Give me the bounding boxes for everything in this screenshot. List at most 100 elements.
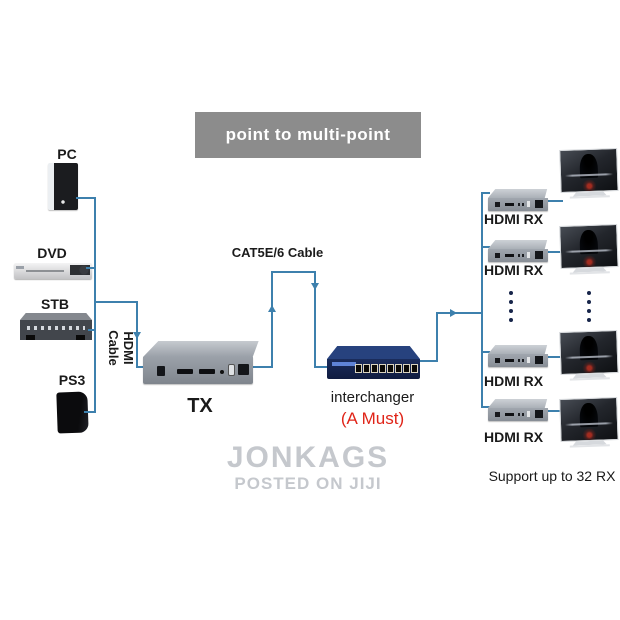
pc-stub-line — [76, 197, 94, 199]
rx-top-face — [488, 240, 548, 249]
ps3-stub-line — [84, 411, 94, 413]
rx3-stub-line — [481, 351, 490, 353]
tv-display — [559, 224, 619, 276]
tx-usb-port — [229, 365, 234, 375]
tv-display — [559, 397, 619, 449]
rx-top-face — [488, 399, 548, 408]
down-arrow-icon — [133, 332, 141, 339]
ellipsis-dot — [587, 300, 591, 304]
tx-label: TX — [187, 395, 213, 417]
rj45-port-slot — [371, 364, 378, 373]
tx-transmitter — [143, 341, 265, 384]
tv-base — [569, 195, 610, 199]
right-arrow-icon — [450, 309, 457, 317]
rx2-stub-line — [481, 246, 490, 248]
stb-stub-line — [88, 329, 94, 331]
cat-left-line — [271, 271, 273, 368]
dvd-label: DVD — [37, 245, 67, 261]
tv-display — [559, 148, 619, 200]
rj45-port-slot — [387, 364, 394, 373]
up-arrow-icon — [268, 305, 276, 312]
rj45-port-slot — [363, 364, 370, 373]
rx3-tv-line — [548, 356, 563, 358]
dvd-stub-line — [86, 267, 94, 269]
ellipsis-dot — [509, 309, 513, 313]
hdmi-rx-unit — [488, 345, 550, 367]
rx-front-face — [488, 249, 548, 262]
interchanger-label: interchanger — [330, 389, 415, 406]
switch-out-line — [418, 360, 438, 362]
tv-base — [569, 377, 610, 381]
more-tvs-ellipsis — [587, 291, 591, 322]
hdmi-rx-unit — [488, 399, 550, 421]
title-banner: point to multi-point — [195, 112, 421, 158]
tv-screen — [559, 148, 619, 194]
rj45-port-slot — [411, 364, 418, 373]
rx-front-face — [488, 354, 548, 367]
rx4-stub-line — [481, 406, 490, 408]
tx-hdmi-port — [199, 369, 215, 374]
tv-screen — [559, 224, 619, 270]
ps3-label: PS3 — [58, 372, 86, 388]
tv-screen — [559, 397, 619, 443]
rx2-tv-line — [548, 251, 563, 253]
tx-front-face — [143, 357, 253, 384]
tv-base — [569, 271, 610, 275]
rx1-stub-line — [481, 192, 490, 194]
tx-hdmi-port — [177, 369, 193, 374]
rx-top-face — [488, 345, 548, 354]
hdmi-rx-unit — [488, 240, 550, 262]
watermark-line1: JONKAGS — [226, 441, 390, 474]
ellipsis-dot — [587, 309, 591, 313]
hdmi-rx-unit — [488, 189, 550, 211]
rx4-tv-line — [548, 410, 563, 412]
hdmi-to-tx-line — [136, 366, 146, 368]
ellipsis-dot — [587, 318, 591, 322]
tv-screen — [559, 330, 619, 376]
tx-top-face — [143, 341, 259, 357]
dvd-player-icon — [14, 263, 92, 279]
rx1-tv-line — [548, 200, 563, 202]
tx-out-line — [252, 366, 273, 368]
support-note: Support up to 32 RX — [488, 468, 616, 484]
ellipsis-dot — [509, 318, 513, 322]
rj45-port-slot — [355, 364, 362, 373]
rx-front-face — [488, 408, 548, 421]
cat-to-switch-line — [314, 366, 332, 368]
a-must-note: (A Must) — [340, 409, 405, 428]
rx-trunk-line — [481, 192, 483, 408]
ellipsis-dot — [509, 300, 513, 304]
source-bus-line — [94, 197, 96, 413]
bus-to-hdmi-line — [94, 301, 138, 303]
switch-front-face — [327, 359, 420, 379]
to-trunk-line — [436, 312, 483, 314]
ellipsis-dot — [509, 291, 513, 295]
hdmi-cable-label: HDMI Cable — [106, 330, 136, 366]
switch-riser-line — [436, 312, 438, 362]
network-switch — [327, 346, 422, 381]
rj45-port-slot — [403, 364, 410, 373]
watermark-line2: POSTED ON JIJI — [234, 474, 382, 493]
switch-port-row — [355, 364, 418, 373]
rx-label: HDMI RX — [484, 211, 544, 227]
pc-label: PC — [57, 146, 77, 162]
tx-power-switch — [157, 366, 165, 376]
tv-display — [559, 330, 619, 382]
cat5e-cable-label: CAT5E/6 Cable — [231, 245, 324, 260]
switch-led-strip — [332, 362, 356, 366]
set-top-box-icon — [20, 313, 92, 340]
tx-rj45-port — [238, 364, 249, 375]
switch-top-face — [327, 346, 420, 359]
rx-label: HDMI RX — [484, 262, 544, 278]
rj45-port-slot — [395, 364, 402, 373]
tx-ir-jack — [220, 370, 224, 374]
more-receivers-ellipsis — [509, 291, 513, 322]
rx-label: HDMI RX — [484, 429, 544, 445]
tv-base — [569, 444, 610, 448]
pc-tower-icon — [48, 163, 78, 210]
cat-top-line — [271, 271, 316, 273]
rx-front-face — [488, 198, 548, 211]
cat-right-line — [314, 271, 316, 368]
rx-top-face — [488, 189, 548, 198]
